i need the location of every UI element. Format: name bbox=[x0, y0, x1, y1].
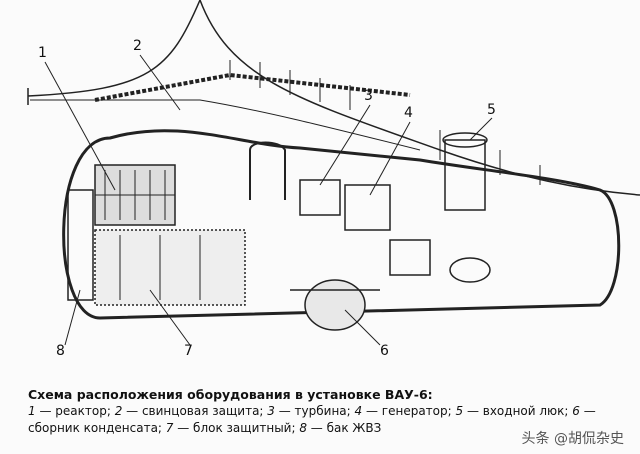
legend-text: — турбина; bbox=[274, 404, 355, 418]
entrance-hatch bbox=[444, 139, 486, 211]
generator bbox=[344, 184, 391, 231]
protective-block bbox=[94, 229, 246, 306]
callout-2: 2 bbox=[133, 38, 142, 54]
legend-num: 8 bbox=[299, 421, 307, 435]
legend-num: 5 bbox=[455, 404, 464, 418]
legend-num: 4 bbox=[354, 404, 363, 418]
watermark: 头条 @胡侃杂史 bbox=[521, 431, 624, 447]
legend-num: 3 bbox=[267, 404, 275, 418]
callout-8: 8 bbox=[56, 343, 65, 359]
legend-text: — реактор; bbox=[35, 404, 115, 418]
legend-num: 7 bbox=[165, 421, 174, 435]
legend-text: — блок защитный; bbox=[173, 421, 300, 435]
pipe-coil bbox=[449, 257, 491, 283]
caption-legend: 1 — реактор; 2 — свинцовая защита; 3 — т… bbox=[28, 403, 628, 437]
figure-caption: Схема расположения оборудования в устано… bbox=[28, 386, 628, 437]
deck-line bbox=[30, 99, 421, 151]
legend-num: 6 bbox=[572, 404, 580, 418]
callout-6: 6 bbox=[380, 343, 389, 359]
hull-outline bbox=[27, 0, 640, 196]
legend-num: 1 bbox=[28, 404, 36, 418]
legend-text: — бак ЖВЗ bbox=[306, 421, 382, 435]
pressure-capsule bbox=[62, 129, 621, 320]
legend-num: 2 bbox=[114, 404, 123, 418]
legend-text: — входной люк; bbox=[463, 404, 573, 418]
steam-pipe bbox=[249, 141, 286, 200]
callout-1: 1 bbox=[38, 45, 47, 61]
machinery bbox=[389, 239, 431, 276]
callout-5: 5 bbox=[487, 102, 496, 118]
callout-3: 3 bbox=[364, 88, 373, 104]
condensate-collector bbox=[304, 279, 366, 331]
caption-title: Схема расположения оборудования в устано… bbox=[28, 387, 433, 402]
lead-shield-band bbox=[94, 72, 411, 102]
legend-text: — сборник конденсата; bbox=[28, 404, 596, 435]
legend-text: — свинцовая защита; bbox=[122, 404, 268, 418]
lwz-tank bbox=[67, 189, 94, 301]
callout-7: 7 bbox=[184, 343, 193, 359]
callout-4: 4 bbox=[404, 105, 413, 121]
turbine bbox=[299, 179, 341, 216]
legend-text: — генератор; bbox=[362, 404, 456, 418]
